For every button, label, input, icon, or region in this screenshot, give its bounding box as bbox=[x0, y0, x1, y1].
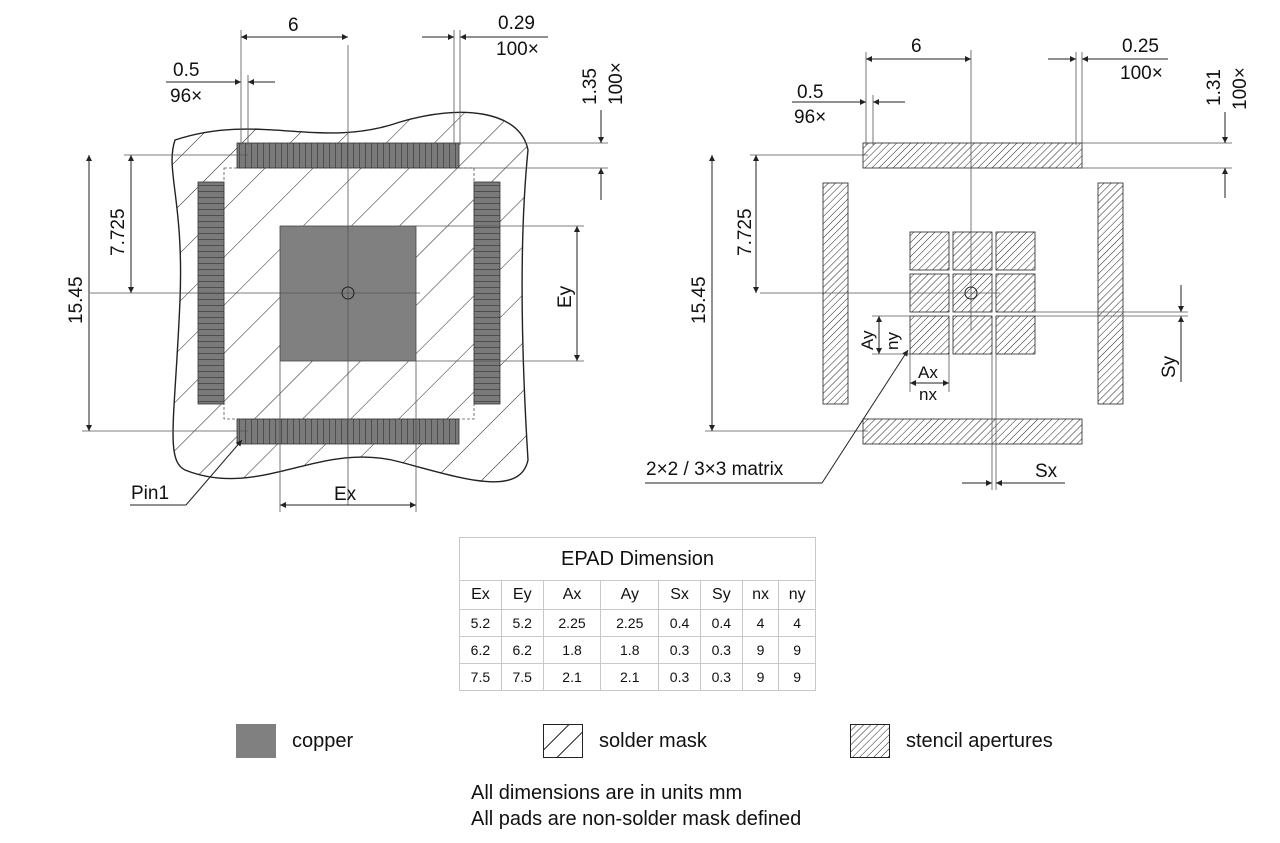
left-pad-height-count: 100× bbox=[606, 62, 627, 105]
left-pad-width-count: 100× bbox=[496, 39, 539, 60]
copper-swatch bbox=[236, 724, 276, 758]
table-cell: 6.2 bbox=[459, 636, 502, 664]
table-row: 6.2 6.2 1.8 1.8 0.3 0.3 9 9 bbox=[459, 636, 816, 664]
table-cell: 4 bbox=[778, 609, 816, 637]
note-pads: All pads are non-solder mask defined bbox=[471, 808, 802, 830]
table-cell: 9 bbox=[778, 636, 816, 664]
table-cell: 0.3 bbox=[699, 663, 743, 691]
right-pitch-dim: 0.5 bbox=[797, 82, 823, 103]
table-cell: 2.25 bbox=[542, 609, 602, 637]
left-ey-label: Ey bbox=[555, 285, 576, 308]
matrix-label: 2×2 / 3×3 matrix bbox=[646, 459, 784, 480]
sx-label: Sx bbox=[1035, 461, 1058, 482]
right-pad-height-dim: 1.31 bbox=[1204, 69, 1225, 106]
right-full-span-dim: 15.45 bbox=[689, 276, 710, 324]
right-center-mark bbox=[760, 50, 1000, 330]
stencil-row-left bbox=[822, 182, 849, 405]
left-view: 6 0.5 96× 0.29 100× 1.35 100× 7.725 15.4… bbox=[66, 13, 627, 512]
col-header: Ay bbox=[600, 580, 660, 610]
col-header: Sx bbox=[658, 580, 701, 610]
table-header-row: Ex Ey Ax Ay Sx Sy nx ny bbox=[459, 580, 816, 610]
table-cell: 6.2 bbox=[500, 636, 544, 664]
ay-label: Ay bbox=[858, 330, 877, 350]
ax-label: Ax bbox=[918, 363, 938, 382]
col-header: Ex bbox=[459, 580, 502, 610]
right-view: 6 0.5 96× 0.25 100× 1.31 100× 7.725 15.4… bbox=[645, 36, 1251, 490]
table-cell: 7.5 bbox=[500, 663, 544, 691]
legend-stencil-label: stencil apertures bbox=[906, 729, 1053, 752]
solder-mask-swatch bbox=[543, 724, 583, 758]
table-cell: 0.4 bbox=[699, 609, 743, 637]
pin1-label: Pin1 bbox=[131, 483, 169, 504]
right-half-span-dim: 7.725 bbox=[735, 208, 756, 256]
ny-label: ny bbox=[883, 332, 902, 350]
center-mark bbox=[90, 45, 420, 505]
left-pitch-dim: 0.5 bbox=[173, 60, 199, 81]
notes: All dimensions are in units mm All pads … bbox=[471, 780, 801, 832]
col-header: Ey bbox=[500, 580, 544, 610]
stencil-row-bottom bbox=[862, 418, 1083, 445]
table-cell: 4 bbox=[741, 609, 780, 637]
legend-solder-mask-label: solder mask bbox=[599, 729, 707, 752]
table-cell: 9 bbox=[741, 636, 780, 664]
legend-copper-label: copper bbox=[292, 729, 354, 752]
table-cell: 7.5 bbox=[459, 663, 502, 691]
table-cell: 5.2 bbox=[500, 609, 544, 637]
table-cell: 0.3 bbox=[699, 636, 743, 664]
epad-dimension-table: EPAD Dimension Ex Ey Ax Ay Sx Sy nx ny 5… bbox=[459, 537, 816, 691]
stencil-matrix bbox=[909, 231, 1036, 355]
table-cell: 0.3 bbox=[658, 636, 701, 664]
table-row: 7.5 7.5 2.1 2.1 0.3 0.3 9 9 bbox=[459, 663, 816, 691]
table-cell: 9 bbox=[741, 663, 780, 691]
left-half-span-dim: 7.725 bbox=[108, 208, 129, 256]
table-cell: 1.8 bbox=[600, 636, 660, 664]
right-pin-count-dim: 96× bbox=[794, 107, 826, 128]
col-header: ny bbox=[778, 580, 816, 610]
sy-label: Sy bbox=[1159, 355, 1180, 378]
legend-solder-mask: solder mask bbox=[543, 724, 707, 758]
table-cell: 0.4 bbox=[658, 609, 701, 637]
right-pad-height-count: 100× bbox=[1230, 67, 1251, 110]
left-pin-count-dim: 96× bbox=[170, 86, 202, 107]
table-cell: 2.1 bbox=[542, 663, 602, 691]
right-pad-width-count: 100× bbox=[1120, 63, 1163, 84]
left-pad-height-dim: 1.35 bbox=[580, 68, 601, 105]
pad-row-right bbox=[473, 181, 501, 405]
table-cell: 2.1 bbox=[600, 663, 660, 691]
left-ex-label: Ex bbox=[334, 484, 357, 505]
col-header: Sy bbox=[699, 580, 743, 610]
note-units: All dimensions are in units mm bbox=[471, 782, 743, 804]
legend-copper: copper bbox=[236, 724, 353, 758]
table-cell: 2.25 bbox=[600, 609, 660, 637]
legend-stencil: stencil apertures bbox=[850, 724, 1053, 758]
stencil-row-top bbox=[862, 142, 1083, 169]
col-header: nx bbox=[741, 580, 780, 610]
table-row: 5.2 5.2 2.25 2.25 0.4 0.4 4 4 bbox=[459, 609, 816, 637]
table-cell: 1.8 bbox=[542, 636, 602, 664]
stencil-swatch bbox=[850, 724, 890, 758]
stencil-row-right bbox=[1097, 182, 1124, 405]
table-title: EPAD Dimension bbox=[459, 537, 816, 581]
table-cell: 5.2 bbox=[459, 609, 502, 637]
left-full-span-dim: 15.45 bbox=[66, 276, 87, 324]
right-pad-row-width-dim: 6 bbox=[911, 36, 922, 57]
left-pad-width-dim: 0.29 bbox=[498, 13, 535, 34]
table-cell: 0.3 bbox=[658, 663, 701, 691]
left-pad-row-width-dim: 6 bbox=[288, 15, 299, 36]
right-pad-width-dim: 0.25 bbox=[1122, 36, 1159, 57]
table-cell: 9 bbox=[778, 663, 816, 691]
nx-label: nx bbox=[919, 385, 937, 404]
col-header: Ax bbox=[542, 580, 602, 610]
